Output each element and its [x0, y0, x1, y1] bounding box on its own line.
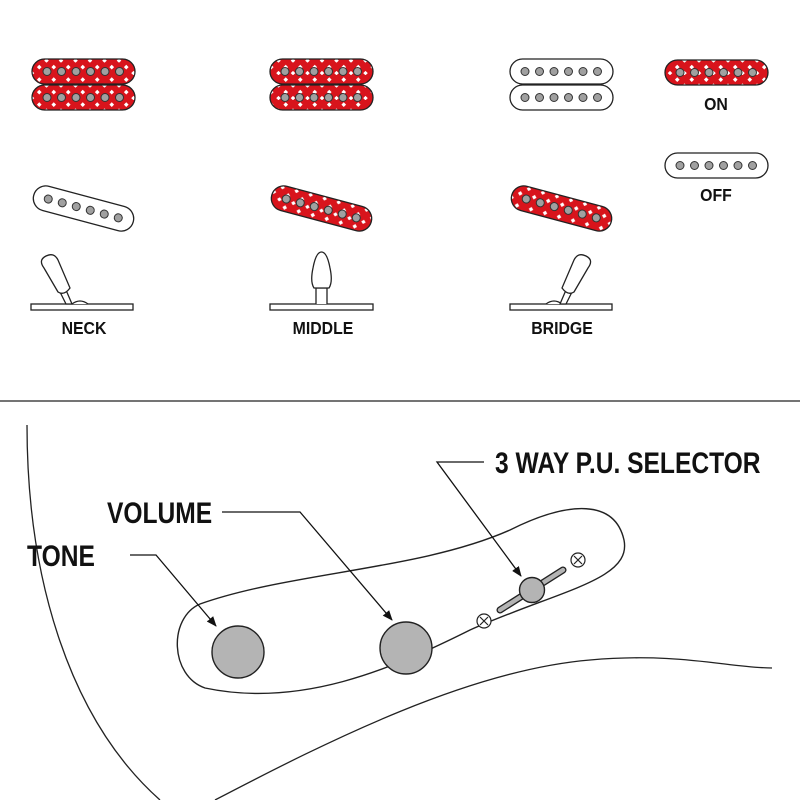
- pole-piece: [549, 202, 559, 212]
- pole-piece: [535, 67, 544, 76]
- pole-piece: [280, 93, 290, 102]
- pole-piece: [535, 198, 545, 208]
- pole-piece: [57, 93, 66, 102]
- pole-piece: [100, 67, 110, 76]
- pole-piece: [564, 93, 573, 102]
- pole-piece: [86, 67, 95, 76]
- pole-piece: [42, 67, 52, 76]
- tone-knob[interactable]: [211, 625, 265, 679]
- pole-piece: [748, 68, 757, 77]
- selector-label: 3 WAY P.U. SELECTOR: [495, 446, 761, 480]
- pole-piece: [71, 67, 81, 76]
- pole-piece: [733, 68, 743, 77]
- single-coil-middle: [270, 185, 373, 232]
- humbucker-bridge-top: [509, 58, 614, 85]
- pole-piece: [704, 68, 714, 77]
- pole-piece: [690, 161, 699, 170]
- pole-piece: [520, 93, 530, 102]
- pole-piece: [564, 67, 573, 76]
- pole-piece: [324, 67, 333, 76]
- humbucker-middle-bottom: [269, 84, 374, 111]
- legend-off-label: OFF: [700, 185, 732, 205]
- pole-piece: [675, 68, 685, 77]
- pole-piece: [295, 67, 304, 76]
- position-label-neck: NECK: [62, 318, 108, 338]
- screw-icon: [570, 552, 586, 568]
- pole-piece: [280, 67, 290, 76]
- pole-piece: [324, 93, 333, 102]
- pole-piece: [577, 209, 587, 219]
- toggle-neck: [30, 254, 134, 311]
- position-label-middle: MIDDLE: [293, 318, 354, 338]
- volume-callout: [222, 511, 393, 621]
- pole-piece: [733, 161, 743, 170]
- toggle-middle: [269, 251, 374, 311]
- position-label-bridge: BRIDGE: [531, 318, 593, 338]
- pole-piece: [71, 93, 81, 102]
- pole-piece: [353, 93, 362, 102]
- pole-piece: [338, 93, 348, 102]
- pole-piece: [57, 67, 66, 76]
- pole-piece: [281, 194, 291, 204]
- single-coil-bridge: [510, 185, 613, 232]
- guitar-body-waist: [214, 657, 773, 800]
- pole-piece: [704, 161, 714, 170]
- pickups-layer: [31, 58, 769, 232]
- tone-callout: [130, 554, 217, 627]
- pole-piece: [309, 93, 319, 102]
- tone-label: TONE: [27, 539, 95, 573]
- pole-piece: [593, 93, 602, 102]
- pole-piece: [578, 67, 588, 76]
- pole-piece: [719, 161, 728, 170]
- pole-piece: [578, 93, 588, 102]
- pole-piece: [99, 209, 109, 219]
- pole-piece: [748, 161, 757, 170]
- pole-piece: [115, 67, 124, 76]
- single-coil-neck: [32, 185, 135, 232]
- legend-on-label: ON: [704, 94, 728, 114]
- pole-piece: [85, 205, 95, 215]
- pickup-selector-switch[interactable]: [496, 566, 567, 614]
- screw-icon: [476, 613, 492, 629]
- humbucker-neck-bottom: [31, 84, 136, 111]
- toggle-bridge: [509, 254, 613, 311]
- pole-piece: [295, 93, 304, 102]
- selector-callout: [435, 461, 522, 577]
- pole-piece: [521, 194, 531, 204]
- pole-piece: [100, 93, 110, 102]
- pole-piece: [593, 67, 602, 76]
- legend-off-pickup: [664, 152, 769, 179]
- pole-piece: [719, 68, 728, 77]
- humbucker-bridge-bottom: [509, 84, 614, 111]
- humbucker-middle-top: [269, 58, 374, 85]
- pole-piece: [309, 67, 319, 76]
- pole-piece: [57, 198, 67, 208]
- volume-label: VOLUME: [107, 496, 212, 530]
- pole-piece: [309, 202, 319, 212]
- pole-piece: [563, 205, 573, 215]
- pole-piece: [71, 202, 81, 212]
- pole-piece: [337, 209, 347, 219]
- pole-piece: [591, 213, 601, 223]
- pole-piece: [323, 205, 333, 215]
- pole-piece: [675, 161, 685, 170]
- pole-piece: [115, 93, 124, 102]
- pole-piece: [535, 93, 544, 102]
- pole-piece: [86, 93, 95, 102]
- pole-piece: [42, 93, 52, 102]
- pole-piece: [353, 67, 362, 76]
- pole-piece: [549, 67, 559, 76]
- pole-piece: [113, 213, 123, 223]
- pole-piece: [520, 67, 530, 76]
- volume-knob[interactable]: [379, 621, 433, 675]
- pole-piece: [549, 93, 559, 102]
- pole-piece: [351, 213, 361, 223]
- pole-piece: [338, 67, 348, 76]
- pole-piece: [43, 194, 53, 204]
- humbucker-neck-top: [31, 58, 136, 85]
- legend-on-pickup: [664, 59, 769, 86]
- pole-piece: [295, 198, 305, 208]
- guitar-body-outline: [26, 424, 161, 800]
- pole-piece: [690, 68, 699, 77]
